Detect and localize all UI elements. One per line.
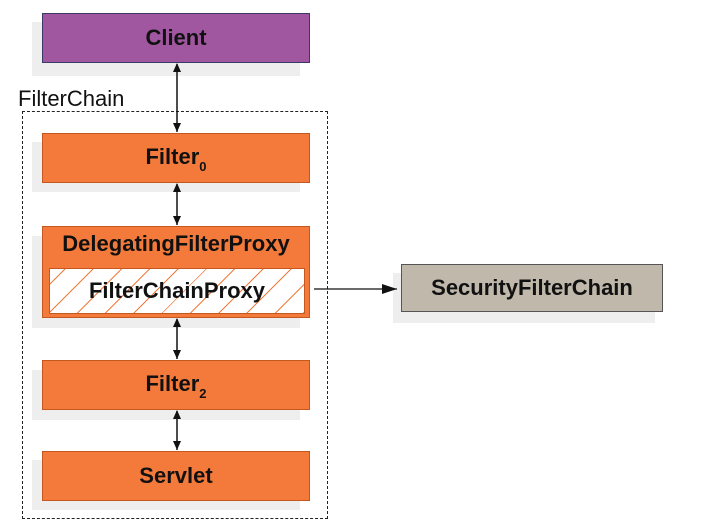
security-filter-chain-box[interactable]: SecurityFilterChain bbox=[401, 264, 663, 312]
filter-chain-proxy-box[interactable]: FilterChainProxy bbox=[49, 268, 305, 314]
filter2-subscript: 2 bbox=[199, 386, 207, 402]
filter2-label: Filter2 bbox=[145, 370, 207, 402]
filter0-label: Filter0 bbox=[145, 143, 207, 175]
filter-chain-proxy-label: FilterChainProxy bbox=[88, 278, 266, 303]
filter0-box[interactable]: Filter0 bbox=[42, 133, 310, 183]
delegating-filter-proxy-box[interactable]: DelegatingFilterProxy FilterChainProxy bbox=[42, 226, 310, 318]
delegating-filter-proxy-label: DelegatingFilterProxy bbox=[62, 231, 290, 256]
servlet-label: Servlet bbox=[139, 463, 213, 488]
servlet-box[interactable]: Servlet bbox=[42, 451, 310, 501]
client-box[interactable]: Client bbox=[42, 13, 310, 63]
filter0-subscript: 0 bbox=[199, 159, 207, 175]
filter2-box[interactable]: Filter2 bbox=[42, 360, 310, 410]
security-filter-chain-label: SecurityFilterChain bbox=[431, 275, 633, 300]
filter-chain-label: FilterChain bbox=[18, 86, 125, 111]
client-label: Client bbox=[145, 25, 207, 50]
